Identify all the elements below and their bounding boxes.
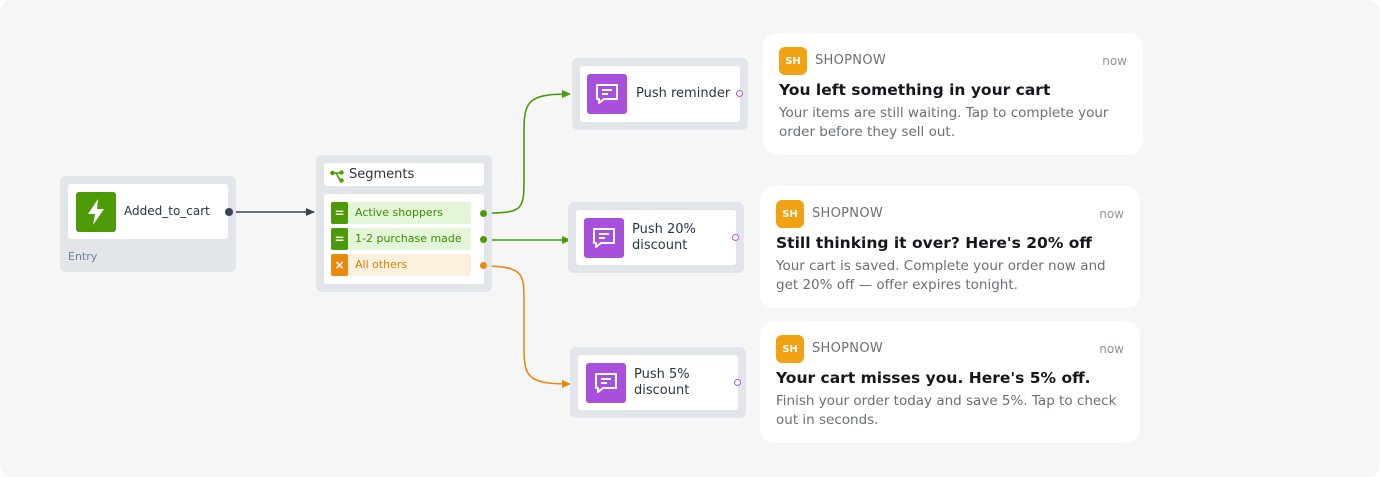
push-reminder-output-port[interactable] xyxy=(736,90,743,97)
notification-title: Your cart misses you. Here's 5% off. xyxy=(776,369,1091,387)
lightning-bolt-icon xyxy=(76,192,116,232)
entry-caption: Entry xyxy=(68,250,98,263)
entry-output-port[interactable] xyxy=(225,208,233,216)
app-avatar: SH xyxy=(779,47,807,75)
notification-time: now xyxy=(1099,207,1124,221)
segment-row-all-others[interactable]: × All others xyxy=(331,254,471,276)
segment-label: 1-2 purchase made xyxy=(355,232,462,245)
equals-icon: = xyxy=(331,228,348,250)
segments-title: Segments xyxy=(349,167,415,182)
entry-node[interactable]: Added_to_cart Entry xyxy=(60,176,236,272)
push-node-label: Push reminder xyxy=(636,86,731,101)
message-icon xyxy=(587,74,627,114)
notification-preview[interactable]: SH SHOPNOW now Your cart misses you. Her… xyxy=(760,321,1140,443)
segment-label: All others xyxy=(355,258,408,271)
segment-label: Active shoppers xyxy=(355,206,443,219)
notification-preview[interactable]: SH SHOPNOW now You left something in you… xyxy=(763,33,1143,155)
notification-body: Your items are still waiting. Tap to com… xyxy=(779,105,1109,140)
push-node-reminder[interactable]: Push reminder xyxy=(572,58,748,130)
segment-port-active-shoppers[interactable] xyxy=(480,210,487,217)
message-icon xyxy=(586,363,626,403)
link-active-shoppers-to-push-reminder xyxy=(483,90,571,214)
push-5-output-port[interactable] xyxy=(734,379,741,386)
notification-preview[interactable]: SH SHOPNOW now Still thinking it over? H… xyxy=(760,186,1140,308)
segment-row-purchase-made[interactable]: = 1-2 purchase made xyxy=(331,228,471,250)
notification-app-name: SHOPNOW xyxy=(812,206,884,221)
segments-node[interactable]: Segments = Active shoppers = 1-2 purchas… xyxy=(316,155,492,292)
link-all-others-to-push-5 xyxy=(483,265,571,388)
segments-header: Segments xyxy=(324,163,484,186)
app-avatar: SH xyxy=(776,335,804,363)
equals-icon: = xyxy=(331,202,348,224)
notification-body: Finish your order today and save 5%. Tap… xyxy=(776,393,1117,428)
segment-port-all-others[interactable] xyxy=(480,262,487,269)
close-x-icon: × xyxy=(331,254,348,276)
notification-title: Still thinking it over? Here's 20% off xyxy=(776,234,1092,252)
segment-row-active-shoppers[interactable]: = Active shoppers xyxy=(331,202,471,224)
push-node-5-discount[interactable]: Push 5% discount xyxy=(570,347,746,418)
push-node-20-discount[interactable]: Push 20% discount xyxy=(568,202,744,273)
notification-body: Your cart is saved. Complete your order … xyxy=(776,258,1106,293)
push-node-label: Push 5% discount xyxy=(634,367,690,398)
segment-port-purchase-made[interactable] xyxy=(480,236,487,243)
entry-event-label: Added_to_cart xyxy=(124,204,210,218)
push-20-output-port[interactable] xyxy=(732,234,739,241)
notification-app-name: SHOPNOW xyxy=(815,53,887,68)
app-avatar: SH xyxy=(776,200,804,228)
split-branch-icon xyxy=(330,168,344,187)
notification-time: now xyxy=(1102,54,1127,68)
notification-title: You left something in your cart xyxy=(779,81,1051,99)
notification-app-name: SHOPNOW xyxy=(812,341,884,356)
message-icon xyxy=(584,218,624,258)
notification-time: now xyxy=(1099,342,1124,356)
push-node-label: Push 20% discount xyxy=(632,222,696,253)
segments-list: = Active shoppers = 1-2 purchase made × … xyxy=(324,194,484,284)
